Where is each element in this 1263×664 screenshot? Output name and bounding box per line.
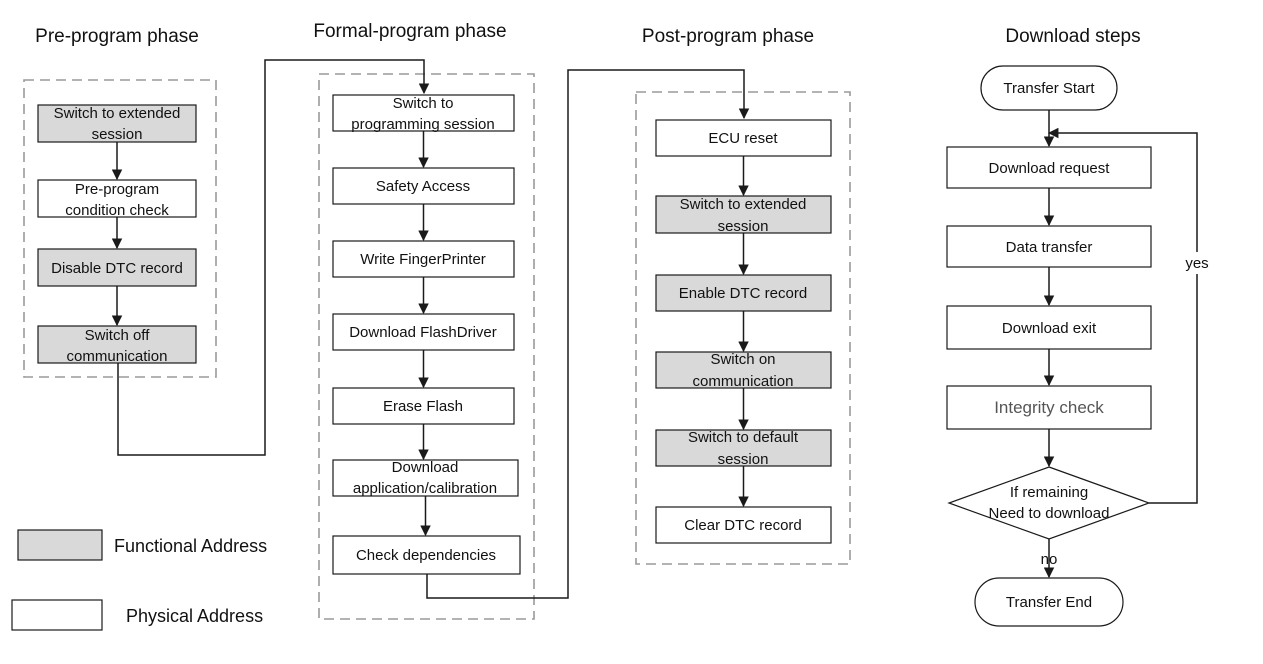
formal-phase-title: Formal-program phase	[313, 21, 506, 42]
svg-text:Download FlashDriver: Download FlashDriver	[349, 324, 497, 341]
formal-step-write-fingerprinter: Write FingerPrinter	[332, 240, 515, 278]
pre-phase-container	[23, 79, 217, 378]
download-steps-title: Download steps	[1005, 26, 1140, 47]
svg-text:Safety Access: Safety Access	[376, 178, 470, 195]
legend-functional-swatch	[17, 529, 103, 561]
svg-text:Clear DTC record: Clear DTC record	[684, 517, 802, 534]
pre-to-formal-connector	[117, 59, 430, 456]
legend-physical-swatch	[11, 599, 103, 631]
formal-phase-arrows	[418, 131, 431, 537]
integrity-check-step: Integrity check	[946, 385, 1152, 430]
svg-text:Data transfer: Data transfer	[1006, 239, 1093, 256]
svg-text:Write FingerPrinter: Write FingerPrinter	[360, 251, 486, 268]
transfer-end-terminal: Transfer End	[974, 577, 1124, 627]
formal-step-download-flashdriver: Download FlashDriver	[332, 313, 515, 351]
svg-text:Disable DTC record: Disable DTC record	[51, 260, 183, 277]
svg-text:ECU reset: ECU reset	[708, 130, 778, 147]
svg-text:Download request: Download request	[989, 160, 1111, 177]
legend-physical-label: Physical Address	[126, 606, 263, 626]
formal-step-check-dependencies: Check dependencies	[332, 535, 521, 575]
data-transfer-step: Data transfer	[946, 225, 1152, 268]
legend: Functional Address Physical Address	[11, 529, 267, 631]
formal-phase-container	[318, 73, 535, 620]
post-phase-title: Post-program phase	[642, 26, 814, 47]
post-step-ecu-reset: ECU reset	[655, 119, 832, 157]
yes-label: yes	[1185, 255, 1208, 272]
pre-step-disable-dtc-record: Disable DTC record	[37, 248, 197, 287]
svg-text:Transfer End: Transfer End	[1006, 594, 1092, 611]
formal-step-erase-flash: Erase Flash	[332, 387, 515, 425]
no-label: no	[1041, 551, 1058, 568]
formal-to-post-connector	[426, 69, 750, 599]
post-step-enable-dtc-record: Enable DTC record	[655, 274, 832, 312]
download-exit-step: Download exit	[946, 305, 1152, 350]
pre-phase-title: Pre-program phase	[35, 26, 199, 47]
post-step-clear-dtc-record: Clear DTC record	[655, 506, 832, 544]
svg-text:Enable DTC record: Enable DTC record	[679, 285, 807, 302]
svg-text:Download exit: Download exit	[1002, 320, 1097, 337]
download-request-step: Download request	[946, 146, 1152, 189]
formal-step-safety-access: Safety Access	[332, 167, 515, 205]
post-phase-container	[635, 91, 851, 565]
svg-text:Check dependencies: Check dependencies	[356, 547, 496, 564]
transfer-start-terminal: Transfer Start	[980, 65, 1118, 111]
svg-text:Erase Flash: Erase Flash	[383, 398, 463, 415]
yes-loop-connector	[1047, 127, 1198, 504]
legend-functional-label: Functional Address	[114, 536, 267, 556]
svg-text:Integrity check: Integrity check	[994, 398, 1104, 417]
svg-text:Transfer Start: Transfer Start	[1003, 80, 1095, 97]
